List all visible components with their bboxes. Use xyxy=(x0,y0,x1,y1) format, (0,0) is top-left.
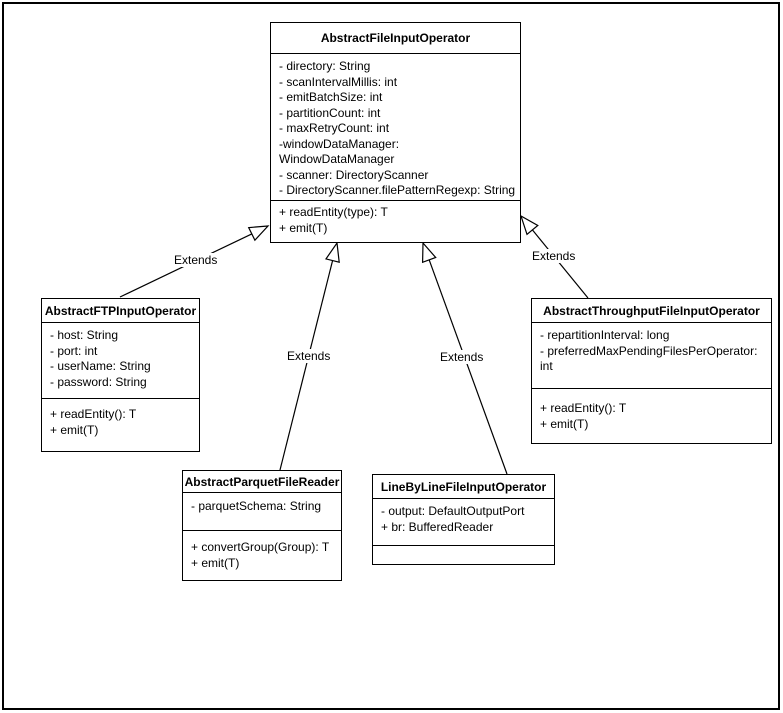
member-line: - password: String xyxy=(50,374,147,389)
member-line: -windowDataManager: xyxy=(279,136,400,151)
member-line: - userName: String xyxy=(50,359,151,373)
member-line: + emit(T) xyxy=(50,422,99,437)
class-box-abstract-parquet-file-reader: AbstractParquetFileReader - parquetSchem… xyxy=(182,470,342,581)
class-name: AbstractFileInputOperator xyxy=(271,23,520,54)
methods-compartment: + convertGroup(Group): T+ emit(T) xyxy=(183,531,341,580)
extends-connector-throughput xyxy=(531,229,589,299)
attributes-compartment: - repartitionInterval: long- preferredMa… xyxy=(532,323,771,389)
attributes-compartment: - output: DefaultOutputPort+ br: Buffere… xyxy=(373,499,554,546)
member-line: WindowDataManager xyxy=(279,152,395,166)
class-box-abstract-ftp-input-operator: AbstractFTPInputOperator - host: String-… xyxy=(41,298,200,452)
class-name: AbstractParquetFileReader xyxy=(183,471,341,493)
inheritance-arrowhead-icon xyxy=(247,225,270,242)
member-line: + readEntity(type): T xyxy=(279,205,388,219)
class-box-line-by-line-file-input-operator: LineByLineFileInputOperator - output: De… xyxy=(372,474,555,565)
methods-compartment: + readEntity(): T+ emit(T) xyxy=(532,389,771,443)
inheritance-arrowhead-icon xyxy=(325,241,340,263)
methods-compartment xyxy=(373,546,554,564)
member-line: - scanIntervalMillis: int xyxy=(279,74,398,89)
extends-label: Extends xyxy=(285,349,333,363)
extends-connector-linebyline xyxy=(428,259,508,475)
extends-label: Extends xyxy=(438,350,486,364)
attributes-compartment: - parquetSchema: String xyxy=(183,493,341,531)
member-line: - scanner: DirectoryScanner xyxy=(279,167,429,182)
inheritance-arrowhead-icon xyxy=(519,214,539,236)
member-line: - maxRetryCount: int xyxy=(279,121,390,135)
extends-label: Extends xyxy=(172,253,220,267)
member-line: - emitBatchSize: int xyxy=(279,90,383,104)
member-line: + emit(T) xyxy=(191,555,240,570)
member-line: - repartitionInterval: long xyxy=(540,328,670,342)
member-line: + emit(T) xyxy=(279,220,328,235)
member-line: - preferredMaxPendingFilesPerOperator: xyxy=(540,343,758,358)
methods-compartment: + readEntity(type): T+ emit(T) xyxy=(271,201,520,242)
class-name: AbstractThroughputFileInputOperator xyxy=(532,299,771,323)
member-line: - output: DefaultOutputPort xyxy=(381,504,525,518)
extends-connector-parquet xyxy=(279,260,334,471)
class-name: LineByLineFileInputOperator xyxy=(373,475,554,499)
member-line: - port: int xyxy=(50,343,98,358)
member-line: + readEntity(): T xyxy=(540,401,627,415)
methods-compartment: + readEntity(): T+ emit(T) xyxy=(42,399,199,451)
member-line: + emit(T) xyxy=(540,416,589,431)
member-line: int xyxy=(540,359,553,373)
member-line: + readEntity(): T xyxy=(50,407,137,421)
class-box-abstract-file-input-operator: AbstractFileInputOperator - directory: S… xyxy=(270,22,521,243)
attributes-compartment: - host: String- port: int- userName: Str… xyxy=(42,323,199,399)
extends-label: Extends xyxy=(530,249,578,263)
member-line: + convertGroup(Group): T xyxy=(191,540,330,554)
class-box-abstract-throughput-file-input-operator: AbstractThroughputFileInputOperator - re… xyxy=(531,298,772,444)
member-line: - DirectoryScanner.filePatternRegexp: St… xyxy=(279,183,516,197)
member-line: - directory: String xyxy=(279,59,371,73)
class-name: AbstractFTPInputOperator xyxy=(42,299,199,323)
inheritance-arrowhead-icon xyxy=(421,241,437,264)
attributes-compartment: - directory: String- scanIntervalMillis:… xyxy=(271,54,520,201)
member-line: - host: String xyxy=(50,328,119,342)
member-line: - parquetSchema: String xyxy=(191,499,322,513)
member-line: - partitionCount: int xyxy=(279,105,381,120)
member-line: + br: BufferedReader xyxy=(381,519,494,534)
